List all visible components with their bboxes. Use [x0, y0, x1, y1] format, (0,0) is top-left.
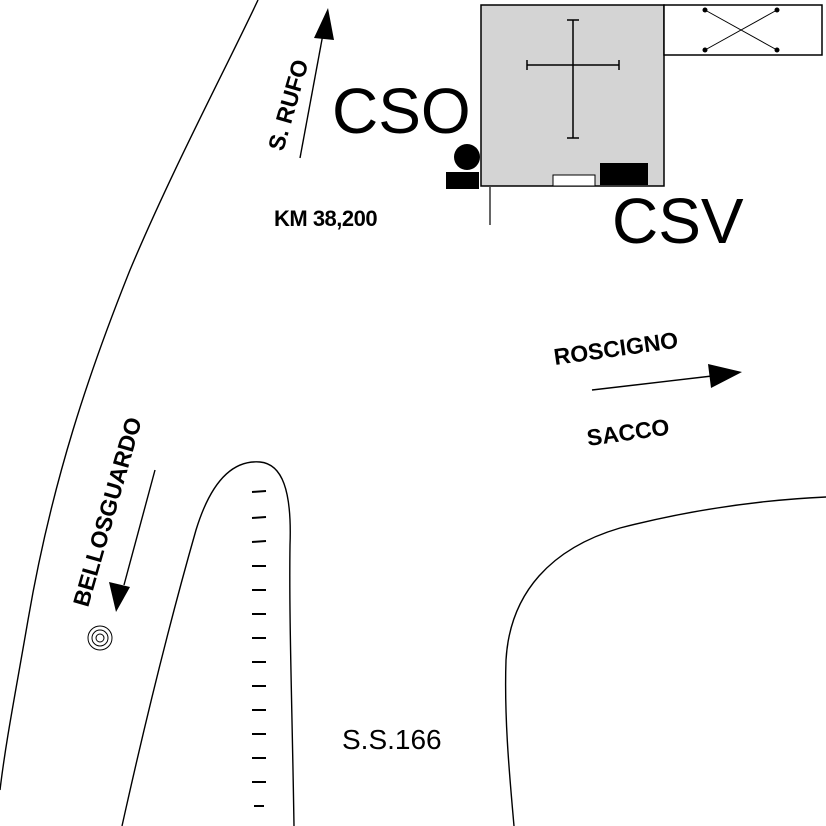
dot-icon — [454, 144, 480, 170]
label-road: S.S.166 — [342, 724, 442, 755]
road-island-edge — [121, 461, 295, 826]
arrow-bellosguardo — [109, 469, 156, 612]
label-sacco: SACCO — [585, 414, 671, 451]
label-s-rufo: S. RUFO — [263, 57, 314, 154]
label-cso: CSO — [332, 75, 471, 147]
x-box-icon — [704, 9, 778, 51]
church-door — [552, 174, 596, 187]
annex-corner-dots — [702, 7, 780, 53]
road-left-edge — [0, 0, 259, 791]
road-right-edge — [504, 496, 826, 826]
annex-building — [663, 4, 823, 56]
label-csv: CSV — [612, 185, 744, 257]
concentric-circle-icon — [87, 625, 113, 651]
label-bellosguardo: BELLOSGUARDO — [68, 414, 147, 609]
label-roscigno: ROSCIGNO — [552, 327, 680, 370]
cso-marker-block — [446, 172, 479, 189]
curb-dashes — [251, 490, 267, 807]
arrow-s-rufo — [299, 8, 334, 159]
cross-icon — [526, 19, 620, 139]
arrow-roscigno — [591, 364, 742, 391]
csv-marker-block — [600, 163, 648, 185]
label-km: KM 38,200 — [274, 206, 377, 231]
